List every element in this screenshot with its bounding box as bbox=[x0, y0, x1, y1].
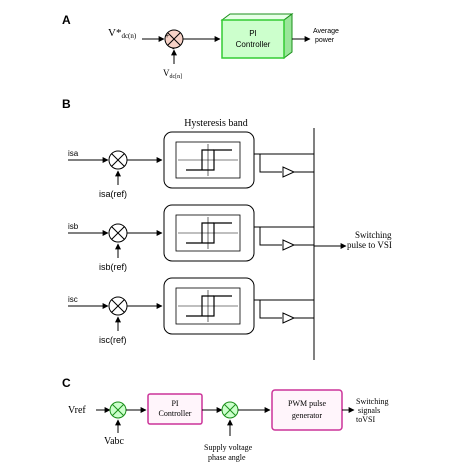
panel-a-sum-plus: + bbox=[165, 33, 169, 40]
phase-row-b: isb isb(ref) bbox=[68, 204, 314, 272]
phase-a-branch-line bbox=[259, 154, 282, 173]
panel-b-output-line1: Switching bbox=[355, 230, 392, 240]
panel-c-supply-line2: phase angle bbox=[208, 453, 246, 462]
panel-c-output-line1: Switching bbox=[356, 397, 388, 406]
phase-c-not-gate-icon bbox=[282, 312, 314, 324]
phase-c-branch-line bbox=[259, 300, 282, 319]
phase-row-a: isa isa(ref) bbox=[68, 131, 314, 199]
panel-a-vref-label: V*dc(n) bbox=[108, 27, 137, 40]
panel-c-output-line2: signals bbox=[358, 406, 380, 415]
panel-a-pi-controller-block: PI Controller bbox=[220, 13, 294, 59]
panel-c-pwm-line2: generator bbox=[292, 411, 323, 420]
phase-c-input-label: isc bbox=[68, 295, 78, 304]
panel-a-summing-junction: + - bbox=[164, 29, 184, 53]
panel-c-vabc-label: Vabc bbox=[104, 436, 125, 447]
panel-c-pwm-line1: PWM pulse bbox=[288, 399, 326, 408]
panel-a-pi-line2: Controller bbox=[236, 40, 271, 49]
panel-b-phase-rows: isa isa(ref) isb isb(ref) isc isc(ref) bbox=[68, 131, 314, 345]
panel-b-letter: B bbox=[62, 97, 71, 111]
panel-c-letter: C bbox=[62, 376, 71, 390]
panel-a-output-line1: Average bbox=[313, 28, 339, 35]
panel-a-pi-line1: PI bbox=[249, 29, 257, 38]
phase-a-input-label: isa bbox=[68, 149, 79, 158]
phase-b-input-label: isb bbox=[68, 222, 79, 231]
phase-b-hysteresis-block bbox=[163, 204, 255, 262]
phase-a-hysteresis-block bbox=[163, 131, 255, 189]
panel-b-band-title: Hysteresis band bbox=[184, 118, 248, 129]
phase-b-not-gate-icon bbox=[282, 239, 314, 251]
panel-b: B Hysteresis band Switching pulse to VSI… bbox=[62, 97, 392, 360]
phase-row-c: isc isc(ref) bbox=[68, 277, 314, 345]
panel-c-pi-line2: Controller bbox=[159, 409, 192, 418]
panel-a-vdc-label: Vdc[n] bbox=[163, 68, 182, 80]
panel-b-output-line2: pulse to VSI bbox=[347, 240, 392, 250]
phase-c-hysteresis-block bbox=[163, 277, 255, 335]
phase-c-ref-label: isc(ref) bbox=[99, 335, 127, 345]
panel-c: C Vref Vabc PI Controller Supply voltage… bbox=[62, 376, 388, 462]
panel-c-pi-line1: PI bbox=[171, 399, 178, 408]
panel-a-sum-minus: - bbox=[172, 44, 175, 53]
panel-c-vref-label: Vref bbox=[68, 405, 86, 416]
panel-c-output-line3: toVSI bbox=[356, 415, 375, 424]
panel-a: A V*dc(n) + - Vdc[n] PI Controller Avera… bbox=[62, 13, 339, 80]
panel-c-supply-line1: Supply voltage bbox=[204, 443, 253, 452]
panel-c-summing-junction-2 bbox=[221, 401, 239, 419]
panel-c-summing-junction-1 bbox=[109, 401, 127, 419]
phase-b-branch-line bbox=[259, 227, 282, 246]
phase-a-not-gate-icon bbox=[282, 166, 314, 178]
phase-b-ref-label: isb(ref) bbox=[99, 262, 127, 272]
phase-a-summing-junction bbox=[108, 150, 128, 170]
panel-a-output-line2: power bbox=[315, 37, 335, 44]
panel-c-pwm-generator-block: PWM pulse generator bbox=[271, 389, 343, 431]
panel-c-pi-controller-block: PI Controller bbox=[147, 393, 203, 425]
phase-b-summing-junction bbox=[108, 223, 128, 243]
phase-a-ref-label: isa(ref) bbox=[99, 189, 127, 199]
phase-c-summing-junction bbox=[108, 296, 128, 316]
panel-a-letter: A bbox=[62, 13, 71, 27]
